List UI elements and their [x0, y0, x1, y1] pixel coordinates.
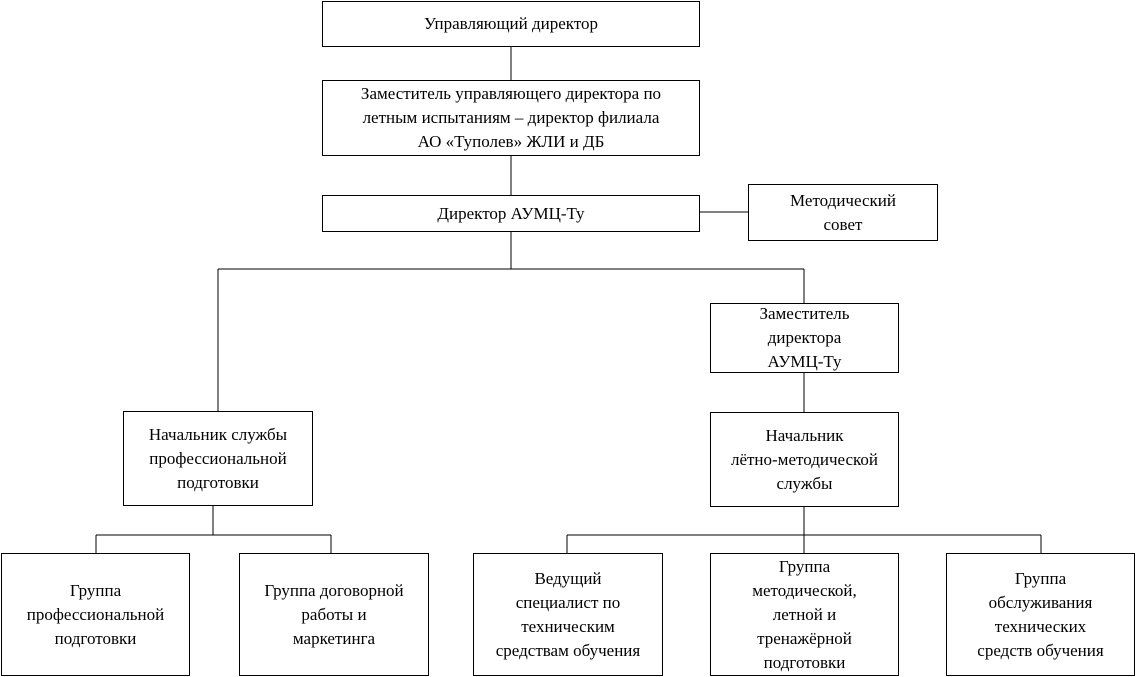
group-tso-maintenance-label: Группа обслуживания технических средств … — [977, 568, 1104, 660]
methodical-council-box: Методический совет — [748, 184, 938, 241]
group-contract-marketing-label: Группа договорной работы и маркетинга — [264, 580, 404, 648]
deputy-director-aumc-box: Заместитель директора АУМЦ-Ту — [710, 303, 899, 373]
group-professional-training-box: Группа профессиональной подготовки — [1, 553, 190, 676]
head-professional-training-box: Начальник службы профессиональной подгот… — [123, 411, 313, 506]
head-flight-methodical-box: Начальник лётно-методической службы — [710, 412, 899, 507]
deputy-managing-director-box: Заместитель управляющего директора по ле… — [322, 80, 700, 156]
group-methodical-flight-simulator-box: Группа методической, летной и тренажёрно… — [710, 553, 899, 676]
group-professional-training-label: Группа профессиональной подготовки — [26, 580, 165, 648]
lead-specialist-tso-label: Ведущий специалист по техническим средст… — [495, 568, 641, 660]
deputy-managing-director-label: Заместитель управляющего директора по ле… — [360, 84, 662, 151]
managing-director-box: Управляющий директор — [322, 1, 700, 47]
managing-director-label: Управляющий директор — [423, 14, 599, 33]
head-flight-methodical-label: Начальник лётно-методической службы — [730, 425, 879, 493]
methodical-council-label: Методический совет — [790, 190, 896, 234]
director-aumc-box: Директор АУМЦ-Ту — [322, 195, 700, 232]
head-professional-training-label: Начальник службы профессиональной подгот… — [148, 424, 288, 492]
group-methodical-flight-simulator-label: Группа методической, летной и тренажёрно… — [752, 556, 857, 672]
deputy-director-aumc-label: Заместитель директора АУМЦ-Ту — [759, 304, 850, 371]
director-aumc-label: Директор АУМЦ-Ту — [437, 203, 585, 223]
lead-specialist-tso-box: Ведущий специалист по техническим средст… — [473, 553, 663, 676]
group-contract-marketing-box: Группа договорной работы и маркетинга — [239, 553, 429, 676]
group-tso-maintenance-box: Группа обслуживания технических средств … — [946, 553, 1135, 676]
